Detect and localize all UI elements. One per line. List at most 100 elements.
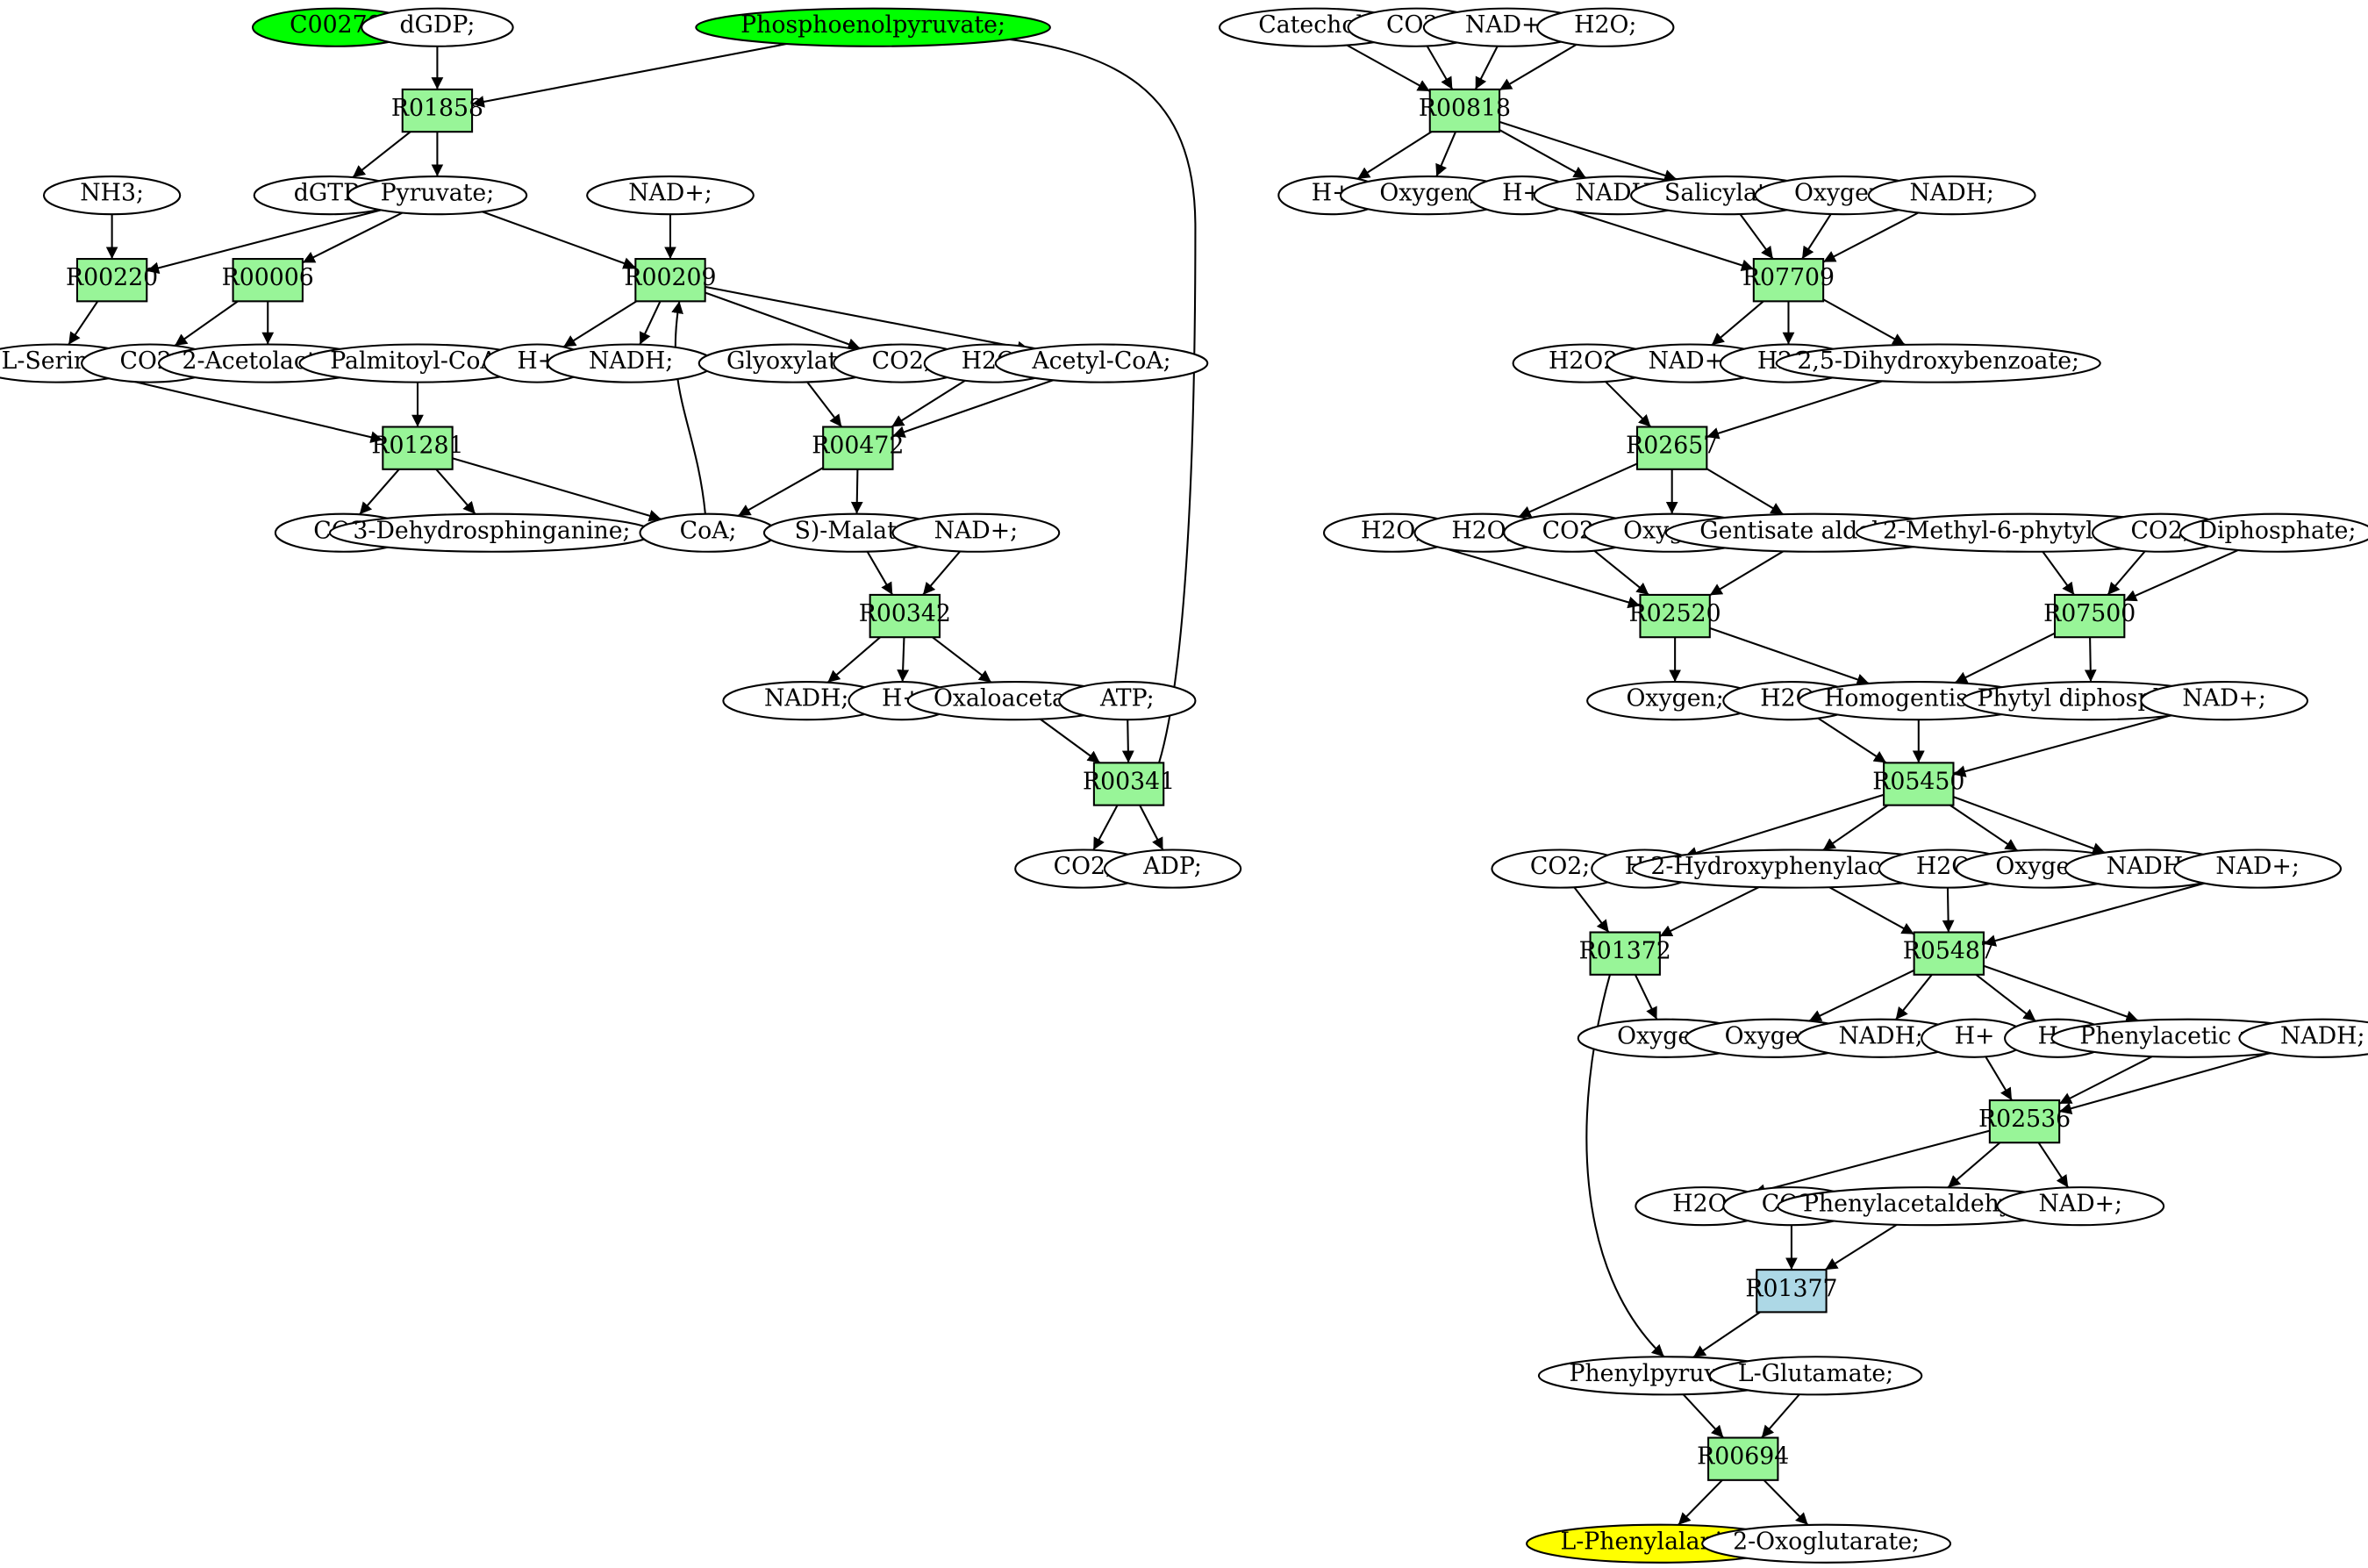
edge-line <box>1426 45 1454 90</box>
edge-c_co2_h-to-r_r01372 <box>1573 886 1610 934</box>
edge-c_nadp_f-to-r_r05487 <box>1983 882 2205 947</box>
reaction-box <box>1635 426 1708 470</box>
edge-r_r00342-to-c_nadh_b <box>826 636 881 684</box>
edge-c_nadh_g-to-r_r02536 <box>2058 1051 2271 1114</box>
reaction-node-r01377: R01377 <box>1745 1269 1837 1314</box>
node-label: Phosphoenolpyruvate; <box>740 11 1005 39</box>
edge-c_acetylcoa-to-r_r00472 <box>892 379 1054 438</box>
edge-line <box>891 379 966 428</box>
reaction-box <box>75 258 148 303</box>
compound-node-2-oxoglutarate: 2-Oxoglutarate; <box>1701 1523 1952 1564</box>
edge-c_hplus_f-to-r_r02536 <box>1985 1056 2013 1101</box>
edge-r_r05487-to-c_nadh_f <box>1894 974 1933 1020</box>
edge-line <box>562 300 637 348</box>
edge-r_r00341-to-c_adp <box>1139 805 1164 851</box>
reaction-box <box>634 258 706 303</box>
compound-node-adp: ADP; <box>1103 848 1242 889</box>
node-label: R00006 <box>222 264 314 291</box>
edge-line <box>1711 300 1764 347</box>
edge-r_r01281-to-c_dehydrosph <box>435 469 476 515</box>
node-label: CO2; <box>1054 853 1113 880</box>
node-label: R01372 <box>1579 938 1671 965</box>
node-label: dGDP; <box>399 11 475 39</box>
reaction-box <box>382 426 454 470</box>
node-label: NADH; <box>589 347 673 375</box>
edge-r_r05487-to-c_phenylacetic <box>1983 964 2139 1023</box>
reaction-node-r00818: R00818 <box>1419 88 1511 133</box>
compound-ellipse <box>1996 1186 2165 1227</box>
edge-line <box>471 42 787 108</box>
compound-node-l-glutamate: L-Glutamate; <box>1708 1356 1923 1396</box>
compound-node-phosphoenolpyruvate: Phosphoenolpyruvate; <box>695 7 1051 47</box>
edge-line <box>1824 1223 1898 1271</box>
node-label: R00342 <box>859 600 951 627</box>
edge-line <box>2084 637 2097 683</box>
edge-c_phenylacetic-to-r_r02536 <box>2058 1056 2153 1105</box>
edge-c_hydroxyphenyl-to-r_r01372 <box>1659 886 1760 937</box>
compound-ellipse <box>1775 343 2101 383</box>
edge-line <box>737 467 824 517</box>
edge-line <box>1822 804 1889 851</box>
edge-line <box>68 300 99 346</box>
edge-line <box>147 209 382 275</box>
edge-r_r01858-to-c_dgtp <box>352 131 411 178</box>
node-label: NAD+; <box>2182 685 2266 712</box>
node-label: NAD+; <box>628 180 712 207</box>
reaction-box <box>2053 593 2126 639</box>
node-label: NAD+; <box>2215 853 2300 880</box>
compound-node-palmitoyl-coa: Palmitoyl-CoA; <box>298 343 537 383</box>
node-label: NAD+; <box>2039 1191 2123 1218</box>
edge-line <box>1692 1311 1761 1358</box>
compound-ellipse <box>2238 1018 2368 1058</box>
edge-r_r02536-to-c_phenylacetaldehyde <box>1947 1142 2001 1189</box>
node-label: H2O; <box>1574 11 1636 39</box>
node-label: 2-Oxoglutarate; <box>1733 1528 1920 1555</box>
edge-line <box>1684 793 1885 859</box>
reaction-node-r05450: R05450 <box>1872 762 1964 806</box>
edge-c_lserine-to-r_r01281 <box>114 376 383 443</box>
edge-line <box>1139 805 1164 851</box>
edge-c_atp-to-r_r00341 <box>1121 720 1134 763</box>
edge-r_r01281-to-c_co2_c <box>359 469 400 515</box>
compound-node-h2o: H2O; <box>1536 7 1675 47</box>
reaction-node-r00006: R00006 <box>222 258 314 303</box>
edge-line <box>671 301 706 514</box>
compound-ellipse <box>42 175 182 216</box>
edge-r_r00818-to-c_hplus_c <box>1356 131 1433 180</box>
node-label: R00818 <box>1419 95 1511 122</box>
node-label: NADH; <box>1910 180 1994 207</box>
edge-line <box>1801 213 1832 260</box>
edge-line <box>174 300 239 347</box>
edge-line <box>1499 129 1587 179</box>
node-label: NADH; <box>2280 1022 2364 1049</box>
reaction-node-r02657: R02657 <box>1626 426 1718 470</box>
node-label: 2,5-Dihydroxybenzoate; <box>1797 347 2079 375</box>
reaction-box <box>1883 762 1955 806</box>
edge-c_nadp_c-to-r_r00818 <box>1474 46 1499 90</box>
edge-r_r05450-to-c_hydroxyphenyl <box>1822 804 1889 851</box>
edge-line <box>1822 211 1920 263</box>
edge-c_pyruvate-to-r_r00006 <box>302 211 404 264</box>
edge-line <box>1947 1142 2001 1189</box>
compound-node-nadh: NADH; <box>722 681 891 721</box>
edge-c_dhb-to-r_r02657 <box>1706 380 1883 440</box>
edge-line <box>1828 886 1915 935</box>
edge-r_r05487-to-c_hplus_g <box>1975 973 2036 1022</box>
node-label: CoA; <box>680 517 737 544</box>
edge-line <box>1040 718 1101 764</box>
edges-layer <box>68 29 2271 1526</box>
node-label: CO2; <box>1530 853 1590 880</box>
edge-r_r07500-to-c_phytyl <box>2084 637 2097 683</box>
edge-line <box>1678 1479 1723 1526</box>
edge-r_r00694-to-c_lphenylalanine <box>1678 1479 1723 1526</box>
node-label: H2O; <box>1361 517 1423 544</box>
compound-node-nad: NAD+; <box>891 512 1061 553</box>
node-label: NAD+; <box>1465 11 1549 39</box>
edge-r_r05487-to-c_oxygen_g <box>1808 969 1915 1022</box>
node-label: R05487 <box>1903 938 1995 965</box>
edge-line <box>1561 206 1755 271</box>
compound-ellipse <box>695 7 1051 47</box>
edge-c_diphosphate-to-r_r07500 <box>2123 548 2239 602</box>
edge-c_nadh_d-to-r_r07709 <box>1822 211 1920 263</box>
